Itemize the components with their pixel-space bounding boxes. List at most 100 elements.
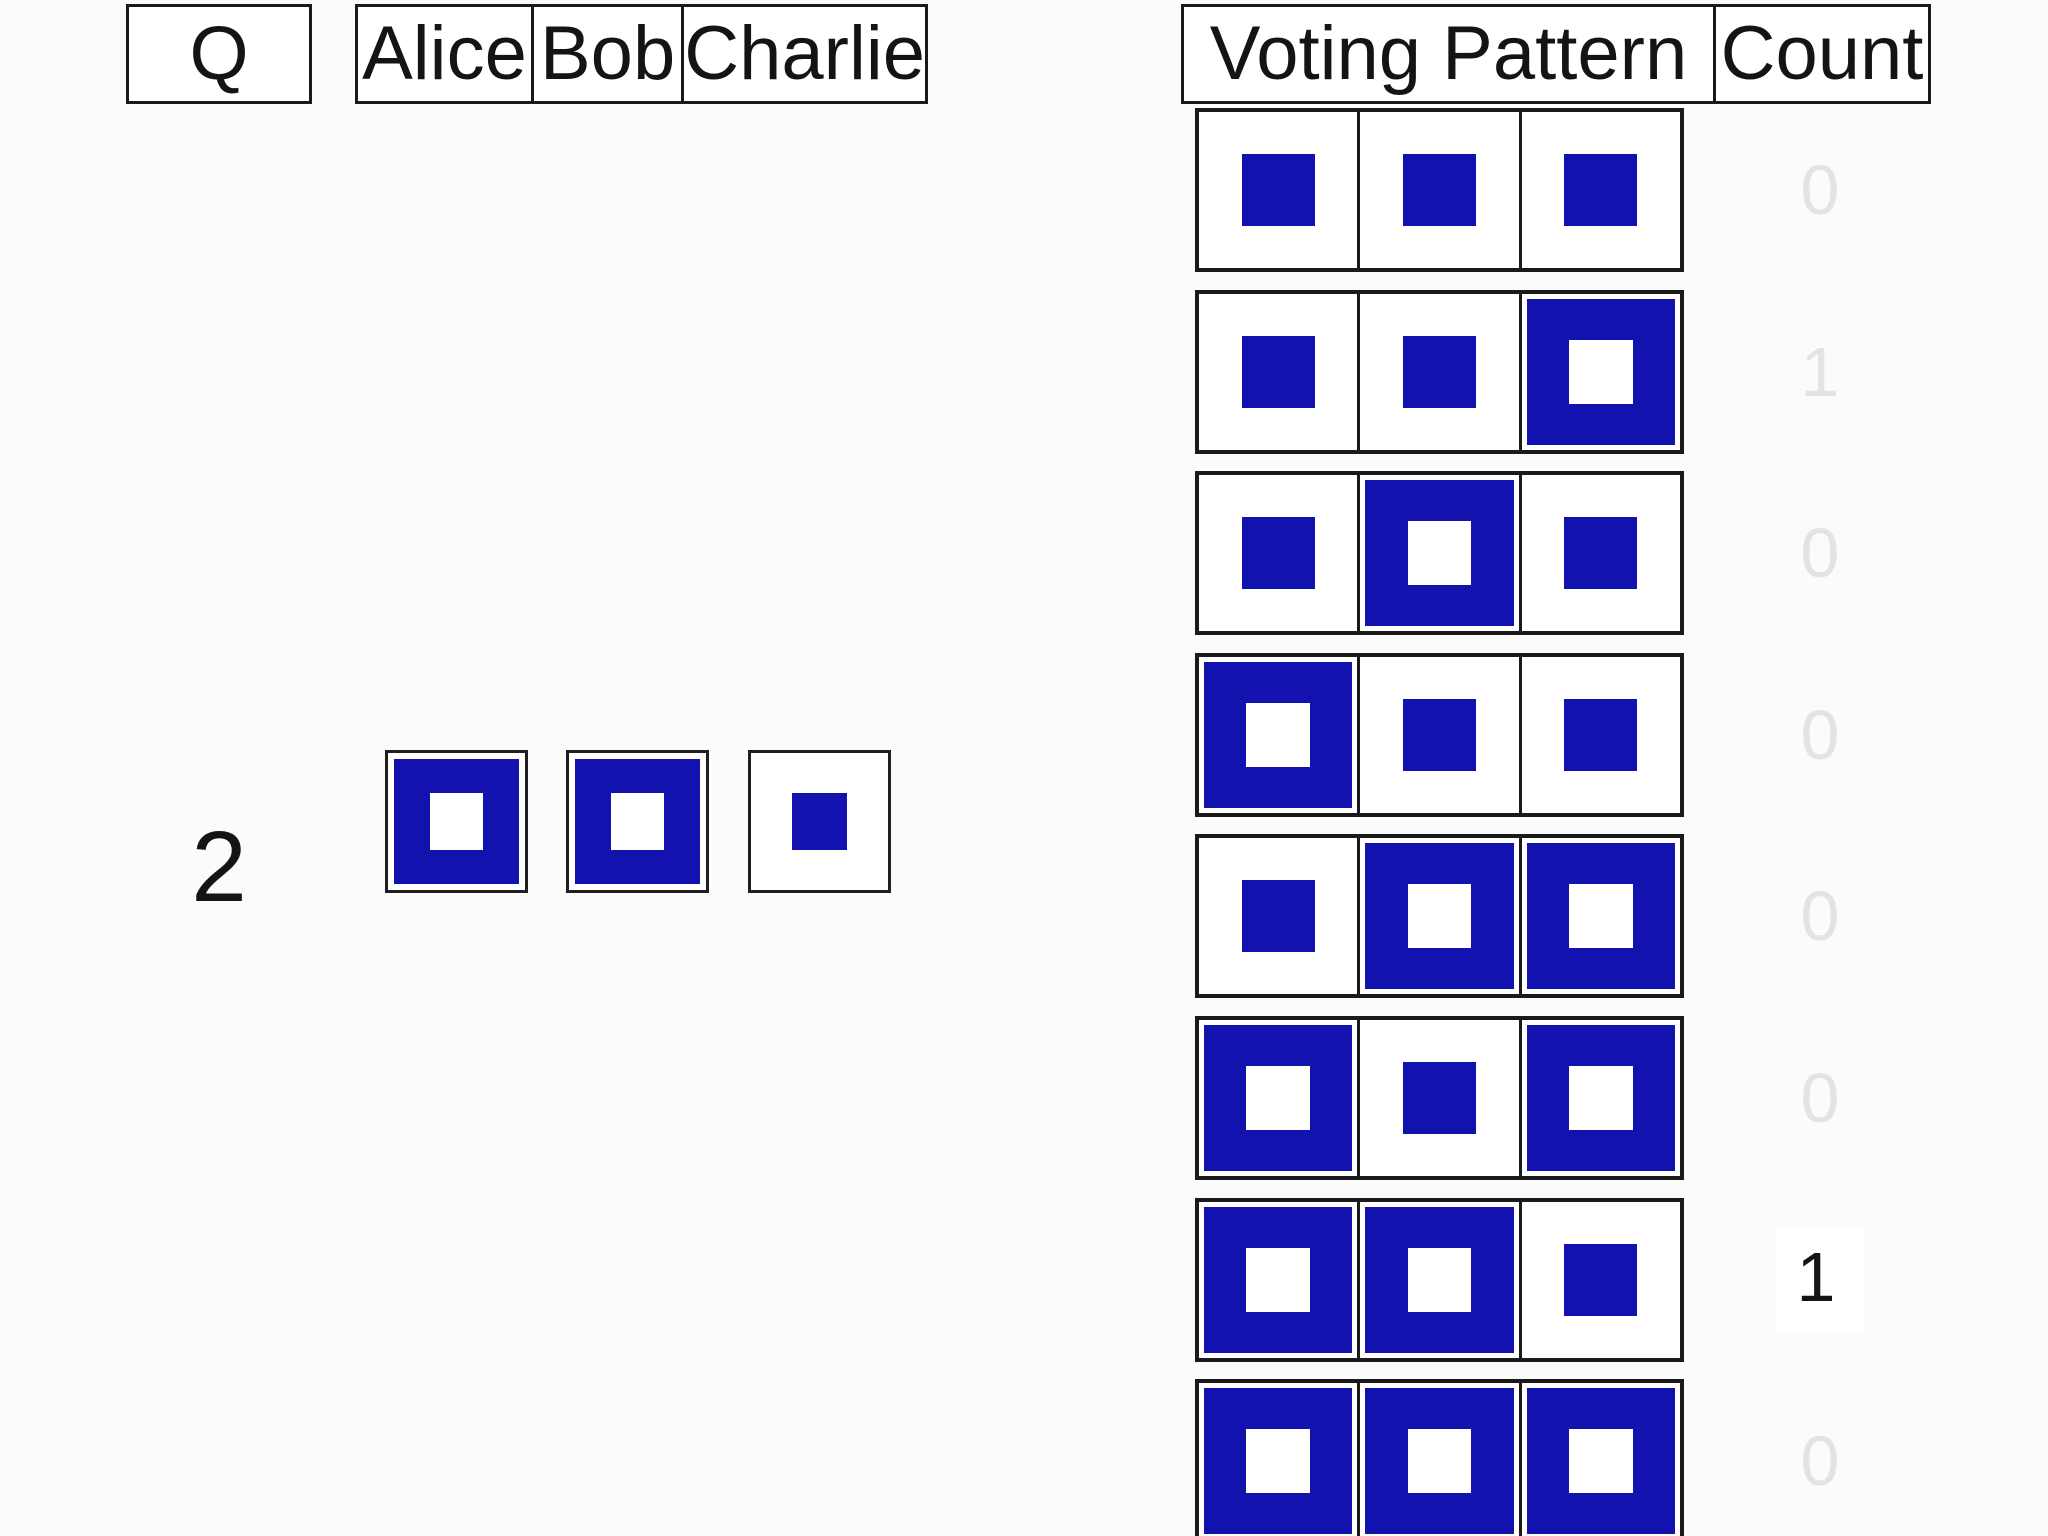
vote-yes-hole — [1407, 883, 1472, 949]
pattern-count-value: 0 — [1800, 877, 1840, 955]
pattern-cell-bob — [1357, 1383, 1519, 1536]
vote-yes-hole — [1568, 339, 1633, 405]
pattern-cell-alice — [1199, 657, 1358, 813]
vote-yes-glyph — [1526, 843, 1675, 989]
vote-box-charlie — [748, 750, 891, 893]
vote-yes-glyph — [394, 759, 519, 884]
pattern-cell-alice — [1199, 1383, 1358, 1536]
vote-yes-glyph — [575, 759, 700, 884]
voting-pattern-row — [1195, 1016, 1684, 1180]
vote-yes-glyph — [1204, 1025, 1353, 1171]
voting-pattern-row — [1195, 834, 1684, 998]
vote-yes-glyph — [1526, 1025, 1675, 1171]
pattern-cell-alice — [1199, 294, 1358, 450]
pattern-cell-charlie — [1518, 475, 1680, 631]
pattern-cell-charlie — [1518, 1202, 1680, 1358]
pattern-count-value: 1 — [1800, 333, 1840, 411]
voting-pattern-row — [1195, 653, 1684, 817]
vote-yes-glyph — [1204, 1388, 1353, 1534]
vote-no-glyph — [1241, 154, 1315, 226]
pattern-count-value: 0 — [1800, 696, 1840, 774]
pattern-count-value: 1 — [1774, 1228, 1866, 1332]
pattern-cell-alice — [1199, 112, 1358, 268]
pattern-cell-charlie — [1518, 112, 1680, 268]
vote-no-glyph — [1403, 336, 1476, 408]
pattern-cell-alice — [1199, 475, 1358, 631]
pattern-cell-bob — [1357, 1020, 1519, 1176]
pattern-cell-bob — [1357, 475, 1519, 631]
vote-yes-hole — [1246, 1065, 1311, 1131]
voting-pattern-header: Voting Pattern — [1181, 4, 1716, 104]
pattern-cell-alice — [1199, 838, 1358, 994]
pattern-count: 1 — [1740, 1198, 1900, 1362]
vote-yes-glyph — [1526, 1388, 1675, 1534]
vote-no-glyph — [1241, 880, 1315, 952]
vote-no-glyph — [1564, 1244, 1638, 1316]
alice-label: Alice — [362, 11, 527, 96]
vote-yes-hole — [1568, 1065, 1633, 1131]
vote-yes-glyph — [1204, 1207, 1353, 1353]
count-label: Count — [1720, 11, 1924, 96]
vote-yes-glyph — [1365, 480, 1514, 626]
pattern-cell-charlie — [1518, 294, 1680, 450]
vote-yes-glyph — [1526, 299, 1675, 445]
pattern-count-value: 0 — [1800, 1059, 1840, 1137]
vote-yes-glyph — [1365, 1388, 1514, 1534]
pattern-cell-bob — [1357, 657, 1519, 813]
pattern-count: 0 — [1740, 108, 1900, 272]
pattern-count-value: 0 — [1800, 151, 1840, 229]
pattern-cell-charlie — [1518, 657, 1680, 813]
pattern-cell-bob — [1357, 294, 1519, 450]
pattern-cell-alice — [1199, 1202, 1358, 1358]
vote-box-alice — [385, 750, 528, 893]
vote-yes-glyph — [1204, 662, 1353, 808]
voting-pattern-row — [1195, 290, 1684, 454]
vote-no-glyph — [1564, 154, 1638, 226]
vote-yes-hole — [1568, 883, 1633, 949]
vote-box-bob — [566, 750, 709, 893]
vote-yes-hole — [430, 792, 483, 851]
vote-yes-hole — [1407, 1247, 1472, 1313]
voting-pattern-row — [1195, 108, 1684, 272]
vote-yes-glyph — [1365, 1207, 1514, 1353]
pattern-count: 0 — [1740, 1016, 1900, 1180]
pattern-cell-bob — [1357, 1202, 1519, 1358]
vote-no-glyph — [1403, 1062, 1476, 1134]
pattern-cell-charlie — [1518, 1383, 1680, 1536]
vote-yes-hole — [1568, 1428, 1633, 1494]
voters-header: Alice Bob Charlie — [355, 4, 928, 104]
voter-header-bob: Bob — [530, 7, 681, 101]
vote-no-glyph — [792, 792, 847, 851]
voter-header-alice: Alice — [358, 7, 531, 101]
vote-yes-hole — [1246, 1428, 1311, 1494]
q-column-header: Q — [126, 4, 312, 104]
voting-pattern-row — [1195, 471, 1684, 635]
pattern-count: 0 — [1740, 653, 1900, 817]
voter-header-charlie: Charlie — [681, 7, 925, 101]
charlie-label: Charlie — [684, 11, 925, 96]
pattern-cell-charlie — [1518, 1020, 1680, 1176]
bob-label: Bob — [539, 11, 676, 96]
vote-yes-hole — [1246, 1247, 1311, 1313]
vote-no-glyph — [1564, 517, 1638, 589]
pattern-count: 0 — [1740, 834, 1900, 998]
pattern-cell-bob — [1357, 838, 1519, 994]
count-header: Count — [1713, 4, 1931, 104]
voting-pattern-row — [1195, 1379, 1684, 1536]
vote-no-glyph — [1241, 336, 1315, 408]
pattern-cell-charlie — [1518, 838, 1680, 994]
pattern-cell-alice — [1199, 1020, 1358, 1176]
vote-yes-hole — [611, 792, 664, 851]
pattern-count: 0 — [1740, 471, 1900, 635]
vote-yes-hole — [1407, 1428, 1472, 1494]
vote-no-glyph — [1564, 699, 1638, 771]
vote-no-glyph — [1241, 517, 1315, 589]
pattern-count-value: 0 — [1800, 1422, 1840, 1500]
vote-yes-hole — [1407, 520, 1472, 586]
voting-pattern-label: Voting Pattern — [1209, 11, 1688, 96]
vote-yes-hole — [1246, 702, 1311, 768]
pattern-count: 1 — [1740, 290, 1900, 454]
voting-pattern-row — [1195, 1198, 1684, 1362]
pattern-cell-bob — [1357, 112, 1519, 268]
